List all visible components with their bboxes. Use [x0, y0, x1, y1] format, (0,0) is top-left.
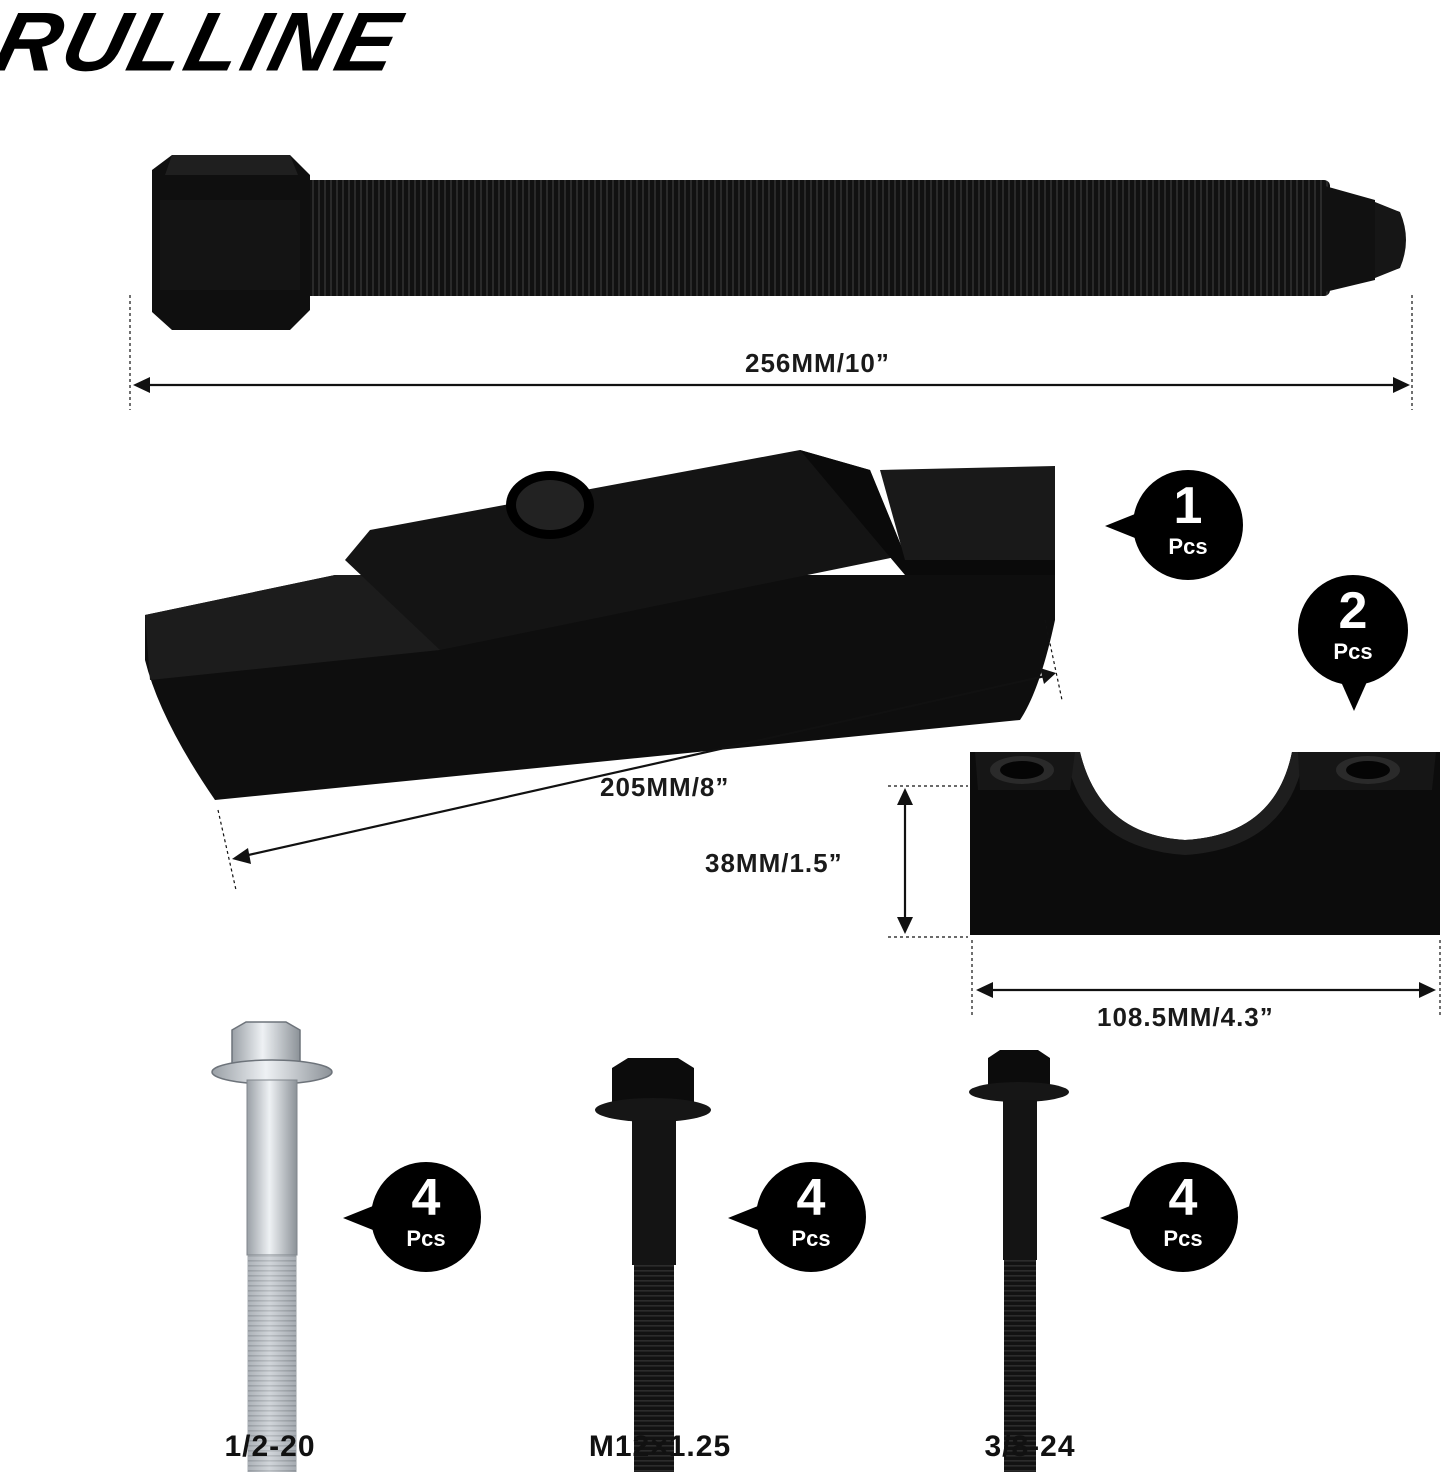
support-block	[970, 752, 1440, 935]
block-length-label: 108.5MM/4.3”	[1097, 1002, 1274, 1032]
badge-unit: Pcs	[1333, 639, 1373, 664]
badge-unit: Pcs	[1163, 1226, 1203, 1251]
screw-length-label: 256MM/10”	[745, 348, 890, 378]
bar-length-label: 205MM/8”	[600, 772, 730, 802]
screw-dimension	[129, 295, 1413, 410]
block-dimensions	[888, 785, 1441, 1018]
puller-bar	[145, 450, 1055, 800]
block-height-label: 38MM/1.5”	[705, 848, 843, 878]
bolt-1-2-20	[211, 1021, 333, 1472]
bolt-m12x1-25	[595, 1058, 711, 1472]
quantity-badge-bolt-1: 4 Pcs	[343, 1162, 481, 1282]
quantity-badge-bolt-2: 4 Pcs	[728, 1162, 866, 1282]
quantity-badge-bar: 1 Pcs	[1105, 470, 1243, 590]
badge-unit: Pcs	[791, 1226, 831, 1251]
badge-count: 4	[411, 1169, 441, 1227]
bolt-3-8-24	[969, 1050, 1069, 1472]
bolt-caption-2: M12×1.25	[588, 1430, 732, 1463]
badge-unit: Pcs	[406, 1226, 446, 1251]
bar-dimension	[217, 619, 1063, 891]
bolt-caption-3: 3/8-24	[984, 1430, 1076, 1463]
quantity-badge-bolt-3: 4 Pcs	[1100, 1162, 1238, 1282]
badge-count: 2	[1338, 582, 1368, 640]
badge-count: 4	[1168, 1169, 1198, 1227]
bolt-caption-1: 1/2-20	[224, 1430, 316, 1463]
badge-unit: Pcs	[1168, 534, 1208, 559]
badge-count: 4	[796, 1169, 826, 1227]
quantity-badge-block: 2 Pcs	[1298, 575, 1410, 715]
badge-count: 1	[1173, 477, 1203, 535]
forcing-screw	[152, 155, 1406, 330]
